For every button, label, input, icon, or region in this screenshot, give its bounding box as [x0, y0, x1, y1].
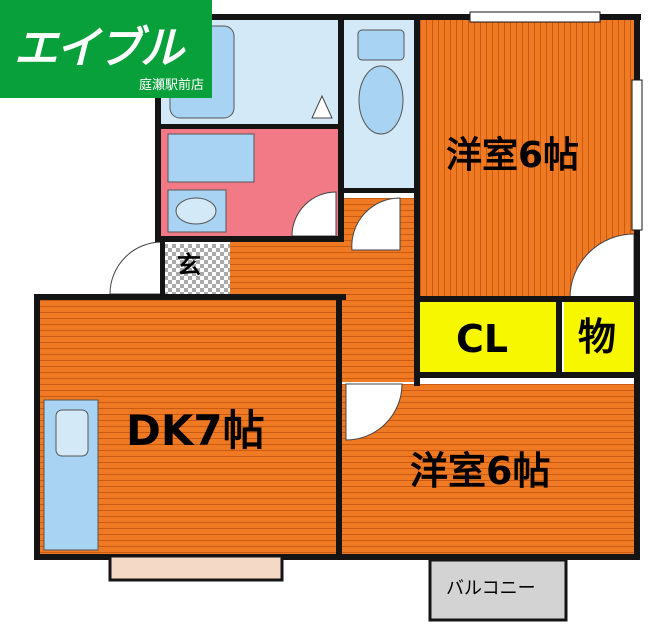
- dk-label: DK7帖: [126, 406, 265, 455]
- western-room-2-door-swing: [345, 383, 403, 441]
- washing-machine: [167, 133, 255, 183]
- western-room-1-door-swing: [569, 233, 635, 299]
- western-room-2-label: 洋室6帖: [410, 449, 551, 493]
- balcony-label: バルコニー: [446, 578, 536, 599]
- toilet-tank: [357, 29, 405, 61]
- basin-bowl: [175, 197, 217, 225]
- toilet-door-swing: [351, 197, 401, 251]
- right-window: [631, 79, 643, 231]
- closet-label: CL: [456, 317, 509, 361]
- toilet-bowl: [358, 65, 404, 135]
- entrance-door-swing: [109, 241, 163, 295]
- kitchen-sink: [55, 409, 89, 457]
- entrance-label: 玄: [177, 251, 201, 279]
- top-window: [469, 11, 601, 23]
- brand-logo: エイブル 庭瀬駅前店: [0, 0, 212, 98]
- brand-name: エイブル: [14, 23, 184, 74]
- entrance-floor: [164, 244, 230, 294]
- washroom-door-swing: [291, 191, 337, 237]
- bath-mark: [311, 94, 333, 119]
- walls: [34, 14, 641, 560]
- storage-label: 物: [578, 315, 617, 359]
- brand-branch: 庭瀬駅前店: [138, 78, 204, 93]
- western-room-1-label: 洋室6帖: [446, 135, 580, 176]
- balcony: [428, 558, 568, 622]
- closet: [420, 300, 558, 372]
- storage: [564, 300, 634, 372]
- dk-window: [108, 554, 284, 582]
- hallway-floor-lower: [340, 290, 418, 382]
